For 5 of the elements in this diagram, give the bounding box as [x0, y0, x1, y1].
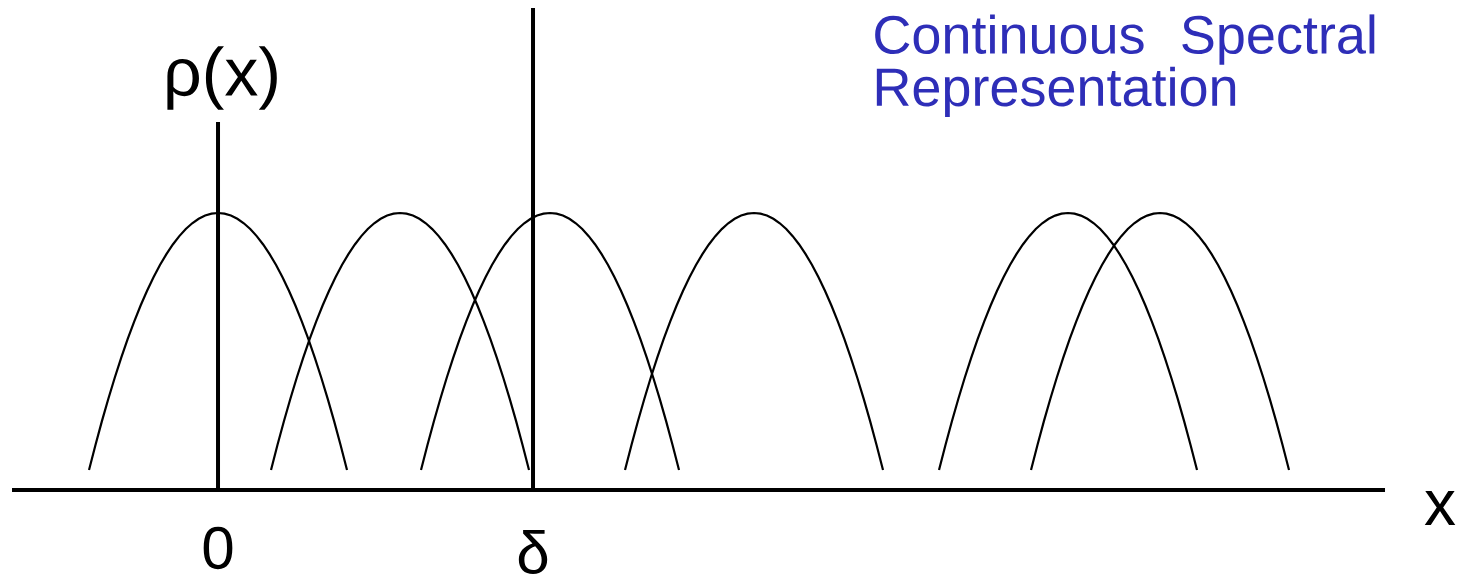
axis-label: δ [518, 529, 548, 575]
axis-label: x [1424, 491, 1456, 525]
title: Continuous Spectral Representation [875, 14, 1375, 118]
axis-label: ρ(x) [167, 46, 277, 110]
axis-label: 0 [203, 526, 233, 570]
